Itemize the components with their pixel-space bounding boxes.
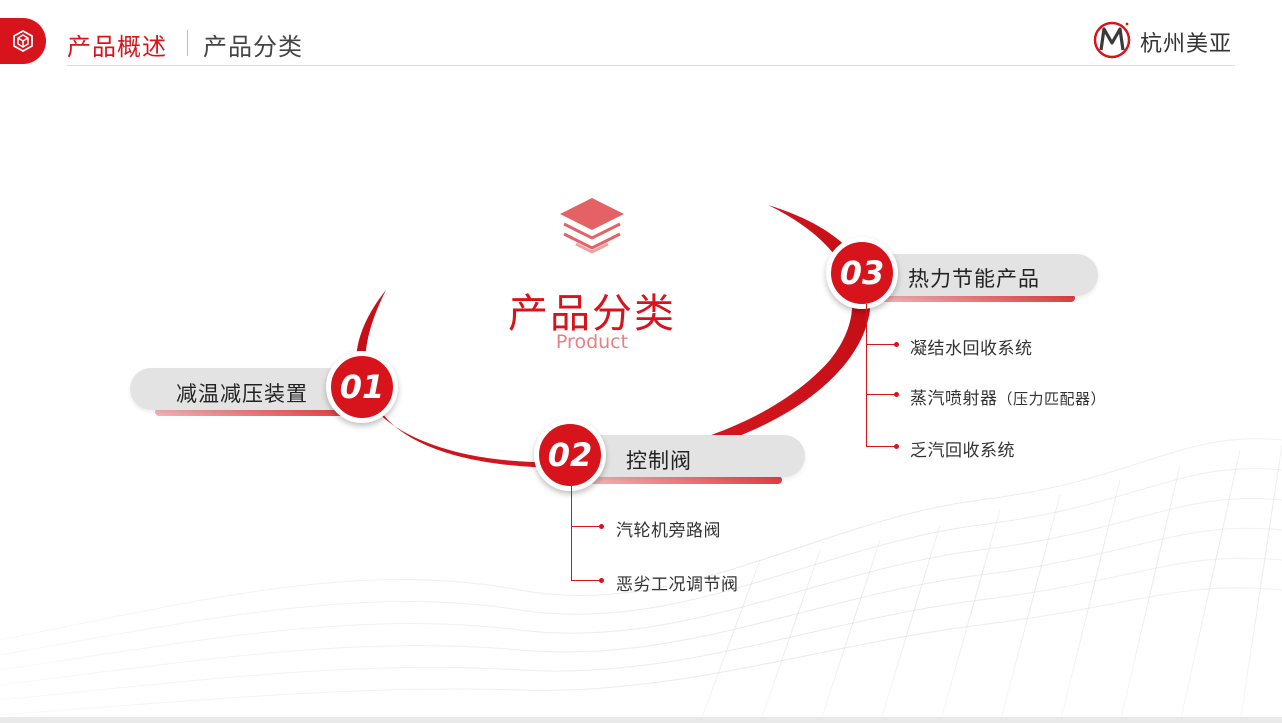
category-label: 热力节能产品: [908, 267, 1040, 291]
page-title: 产品分类: [203, 33, 303, 61]
tree-branch: [571, 580, 601, 581]
category-pill[interactable]: [860, 254, 1098, 296]
category-number-badge: 03: [826, 237, 898, 309]
header-separator: [187, 30, 188, 56]
tree-branch: [866, 394, 896, 395]
cube-icon: [13, 29, 33, 53]
sub-item[interactable]: 汽轮机旁路阀: [616, 521, 721, 541]
category-number: 02: [547, 436, 593, 474]
center-title: 产品分类: [508, 291, 676, 337]
category-number: 01: [339, 368, 385, 406]
bullet-dot: [599, 524, 604, 529]
pill-underline: [590, 476, 782, 484]
category-number: 03: [839, 254, 885, 292]
brand-name: 杭州美亚: [1140, 32, 1233, 57]
bullet-dot: [894, 392, 899, 397]
category-number-badge: 02: [534, 419, 606, 491]
tree-branch: [571, 526, 601, 527]
tree-line: [571, 486, 572, 580]
sub-item-text: 蒸汽喷射器: [910, 389, 998, 409]
sub-item[interactable]: 蒸汽喷射器（压力匹配器）: [910, 384, 1106, 409]
tree-branch: [866, 344, 896, 345]
header-tab: [0, 18, 46, 64]
category-label: 控制阀: [626, 449, 692, 473]
sub-item[interactable]: 凝结水回收系统: [910, 339, 1033, 359]
sub-item[interactable]: 恶劣工况调节阀: [616, 575, 739, 595]
section-title: 产品概述: [67, 33, 167, 61]
header-divider: [67, 65, 1235, 66]
bottom-bar: [0, 717, 1282, 723]
pill-underline: [880, 294, 1075, 302]
category-number-badge: 01: [326, 351, 398, 423]
tree-line: [866, 304, 867, 446]
pill-underline: [155, 408, 355, 416]
brand-logo-icon: [1093, 21, 1131, 59]
bullet-dot: [894, 444, 899, 449]
sub-item[interactable]: 乏汽回收系统: [910, 441, 1015, 461]
tree-branch: [866, 446, 896, 447]
stacked-layers-icon: [560, 198, 624, 254]
bullet-dot: [894, 342, 899, 347]
category-pill[interactable]: [575, 435, 805, 477]
sub-item-note: （压力匹配器）: [997, 390, 1107, 408]
bullet-dot: [599, 578, 604, 583]
category-label: 减温减压装置: [176, 382, 308, 406]
center-subtitle: Product: [555, 331, 629, 353]
